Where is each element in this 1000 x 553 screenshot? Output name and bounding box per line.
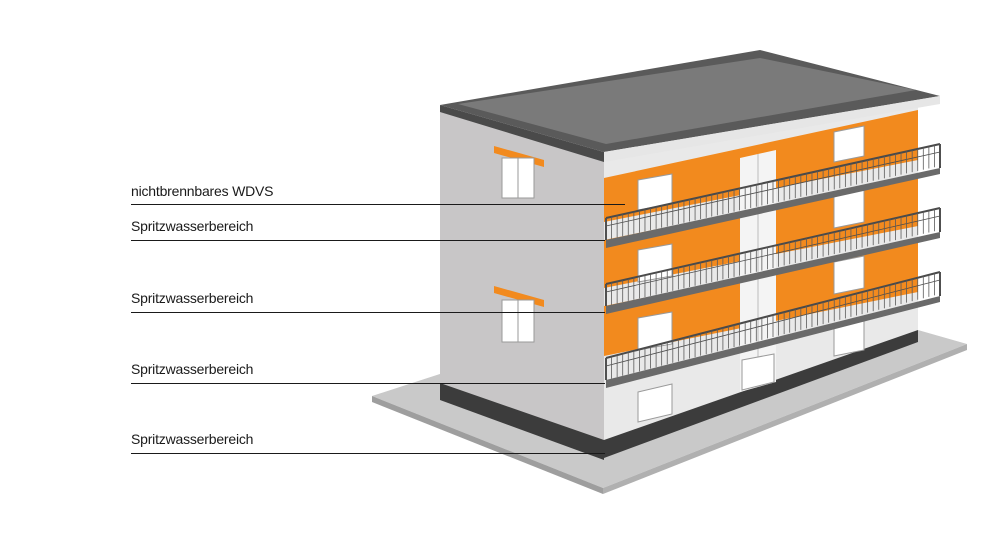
balcony-balusters [605,144,941,380]
label-nichtbrennbares-wdvs: nichtbrennbares WDVS [131,183,274,199]
side-window-upper [494,146,544,199]
label-spritzwasserbereich-2: Spritzwasserbereich [131,290,254,306]
balconies [605,143,941,388]
leader-line-4 [131,383,605,384]
side-window-lower [494,286,544,343]
ground-plate-edge [372,396,603,494]
roof-top [458,58,916,144]
label-spritzwasserbereich-1: Spritzwasserbereich [131,218,254,234]
front-windows [637,125,865,423]
leader-line-2 [131,240,605,241]
label-spritzwasserbereich-3: Spritzwasserbereich [131,361,254,377]
leader-line-5 [131,453,605,454]
leader-line-3 [131,312,605,313]
side-wall [440,110,604,455]
leader-line-1 [131,204,625,205]
side-wall-base [440,383,604,460]
front-facade-base [604,330,918,458]
label-spritzwasserbereich-4: Spritzwasserbereich [131,431,254,447]
roof-overhang [604,96,940,162]
